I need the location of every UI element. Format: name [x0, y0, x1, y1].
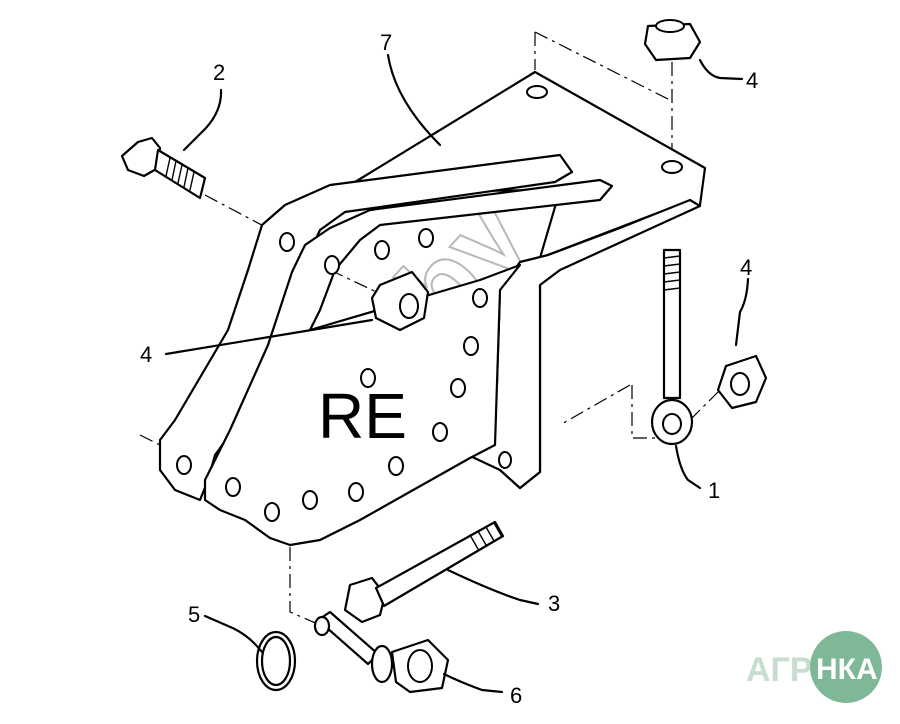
leader-lines — [164, 53, 750, 694]
logo-right-text: НКА — [816, 653, 878, 686]
callout-2: 2 — [213, 60, 225, 85]
callout-7: 7 — [380, 30, 392, 55]
model-label: RE — [318, 380, 407, 452]
nut-part-4-top — [643, 19, 702, 62]
callout-3: 3 — [548, 591, 560, 616]
bolt-part-2 — [120, 136, 207, 200]
callout-1: 1 — [708, 478, 720, 503]
callout-5: 5 — [188, 602, 200, 627]
eye-bolt-part-1 — [650, 248, 694, 446]
ring-part-5 — [255, 630, 297, 692]
callouts: 2 7 4 4 4 1 3 5 6 — [140, 30, 758, 708]
callout-6: 6 — [510, 683, 522, 708]
center-lines — [139, 31, 726, 626]
logo-circle — [810, 631, 882, 703]
nut-part-4-middle — [370, 270, 430, 332]
agronka-logo: АГРО НКА — [746, 631, 882, 703]
bracket-part-7 — [158, 70, 707, 547]
callout-4-top: 4 — [746, 68, 758, 93]
nut-part-4-right — [716, 354, 768, 410]
bolt-part-3 — [343, 520, 505, 624]
callout-4-middle: 4 — [140, 342, 152, 367]
pin-part-6 — [313, 610, 450, 694]
callout-4-right: 4 — [740, 255, 752, 280]
